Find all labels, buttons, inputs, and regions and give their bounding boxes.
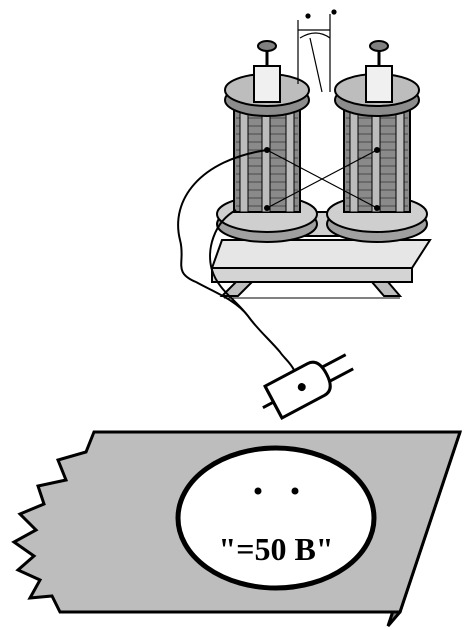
socket-hole-left	[255, 488, 262, 495]
base-stand	[212, 240, 430, 298]
socket-hole-right	[292, 488, 299, 495]
socket-voltage-label: "=50 В"	[218, 531, 333, 567]
indicator-icon	[298, 10, 336, 92]
right-coil	[327, 41, 427, 242]
socket-icon: "=50 В"	[178, 448, 374, 588]
plug-icon	[254, 346, 357, 424]
